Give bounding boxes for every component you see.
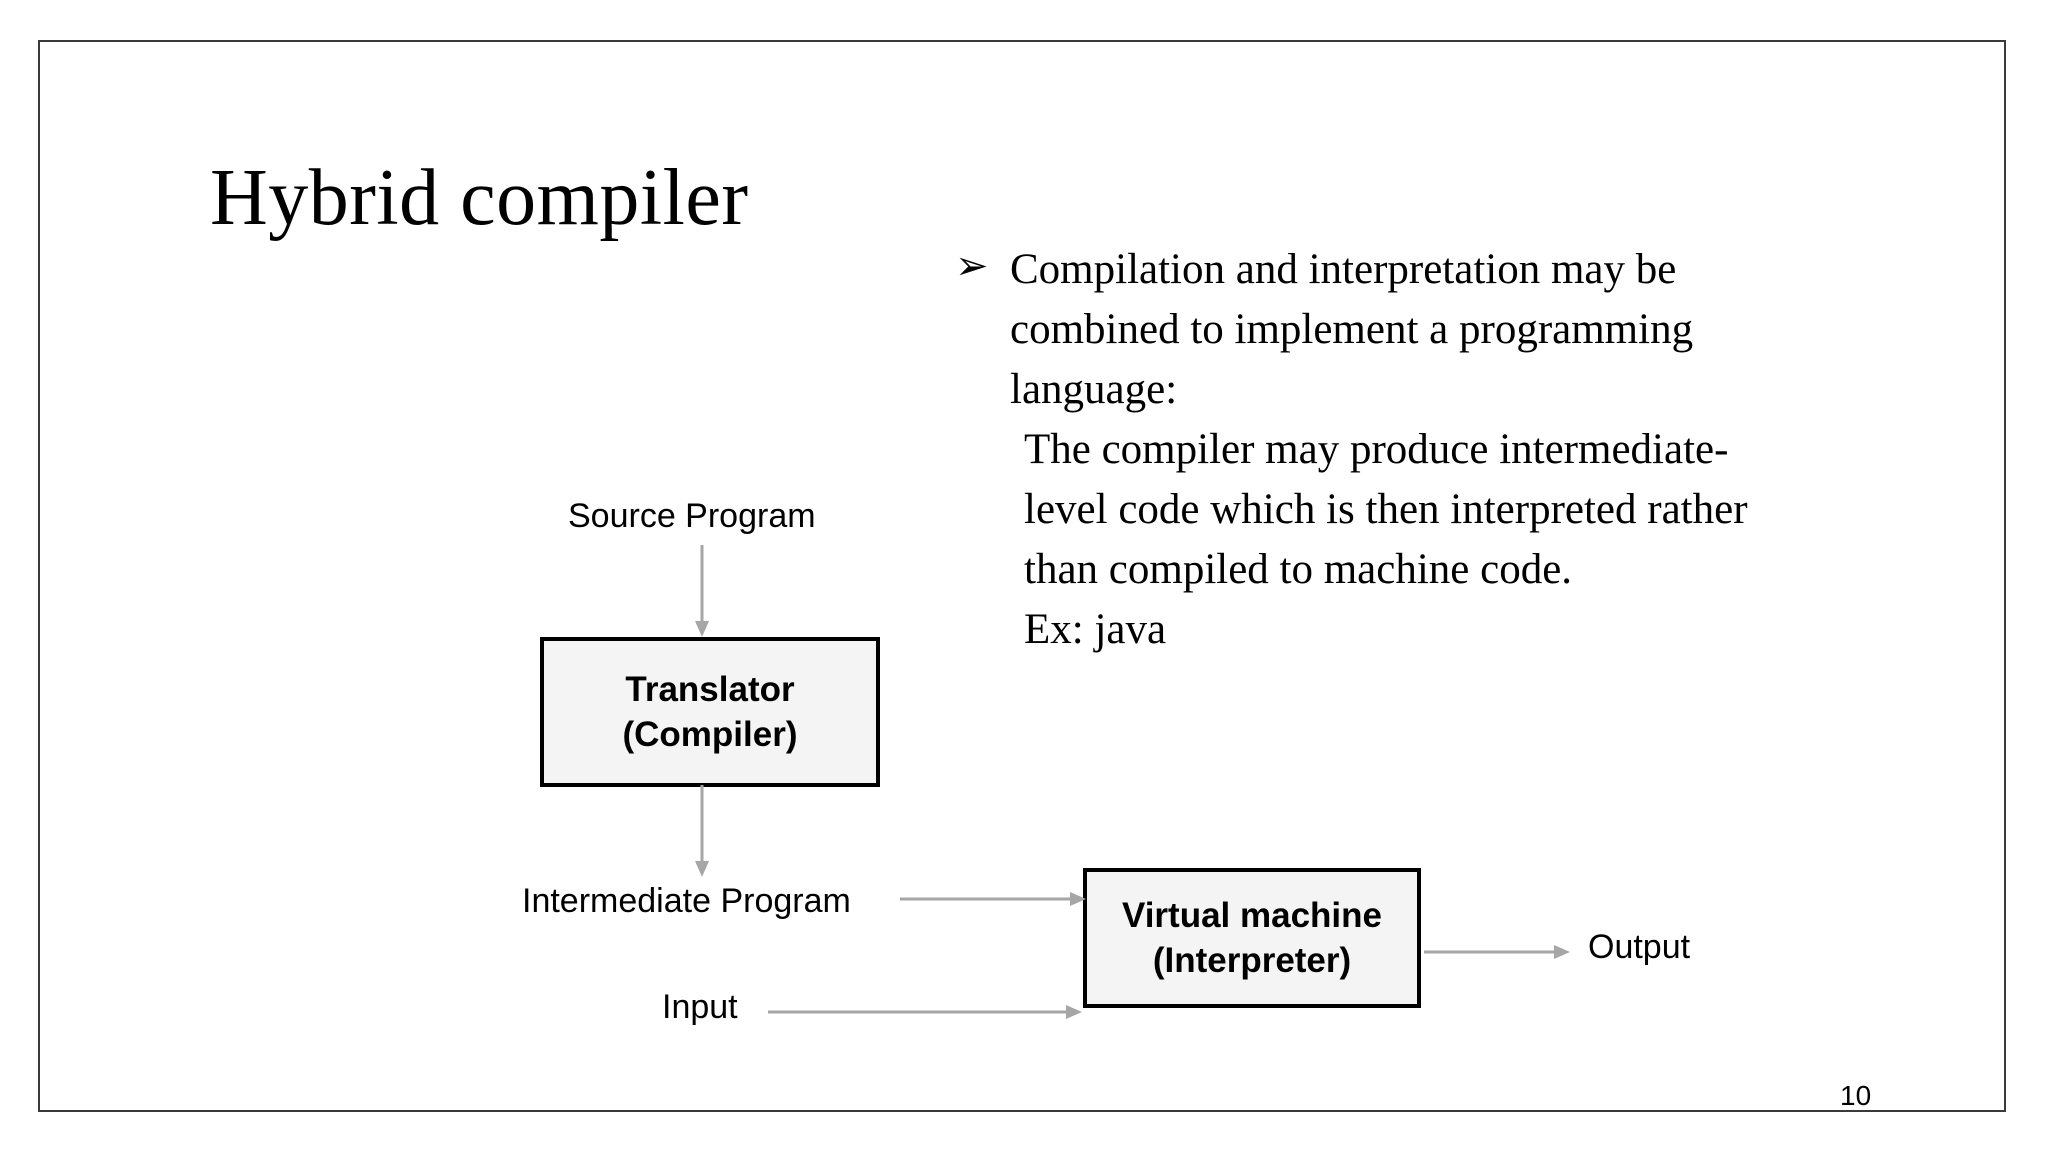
diagram-box-translator: Translator (Compiler) [540,637,880,787]
translator-box-line-1: Translator [625,670,795,709]
bullet-item: ➢ Compilation and interpretation may be … [955,240,1955,660]
slide-border-frame [38,40,2006,1112]
body-line-6: than compiled to machine code. [1024,546,1573,593]
arrow-intermediate-program-to-virtual-machine [900,892,1086,906]
arrow-translator-to-intermediate-program [695,785,709,877]
diagram-label-source-program: Source Program [568,497,816,535]
arrow-source-program-to-translator [695,545,709,637]
diagram-label-output: Output [1588,928,1691,966]
virtual-machine-box-line-1: Virtual machine [1121,896,1382,935]
diagram-box-virtual-machine: Virtual machine (Interpreter) [1083,868,1421,1008]
body-line-4: The compiler may produce intermediate- [1024,426,1729,473]
body-line-5: level code which is then interpreted rat… [1024,486,1748,533]
translator-box-line-2: (Compiler) [622,715,798,754]
body-line-2: combined to implement a programming [1010,306,1694,353]
virtual-machine-box-line-2: (Interpreter) [1152,941,1352,980]
body-line-3: language: [1010,366,1178,413]
page-title: Hybrid compiler [210,154,749,242]
diagram-label-input: Input [662,988,738,1026]
arrow-input-to-virtual-machine [768,1005,1082,1019]
body-line-7: Ex: java [1024,606,1167,653]
arrowhead-bullet-icon: ➢ [955,243,989,289]
diagram-label-intermediate-program: Intermediate Program [522,882,851,920]
bullet-text-block: ➢ Compilation and interpretation may be … [955,240,1955,660]
arrow-virtual-machine-to-output [1424,945,1570,959]
slide-page-number: 10 [1840,1080,1872,1111]
body-line-1: Compilation and interpretation may be [1010,246,1677,293]
